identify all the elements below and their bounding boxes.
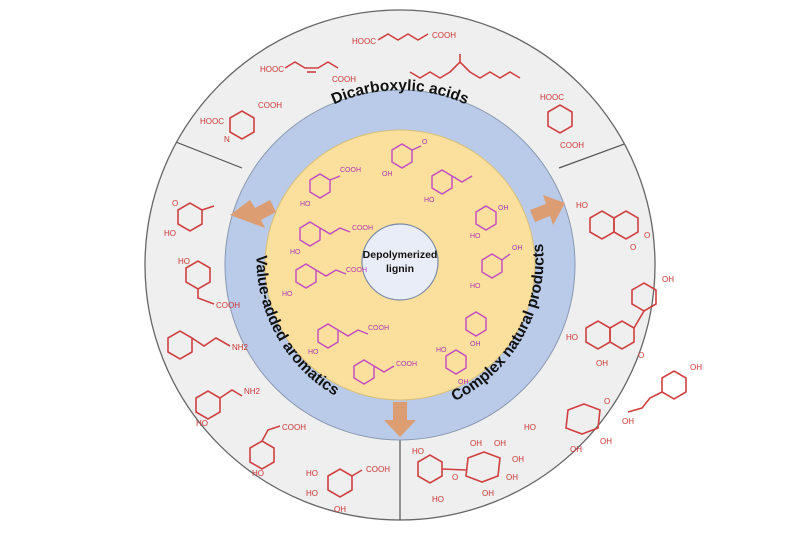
top-structure-labels: HOOC COOH HOOC COOH HOOC COOH HOOC COOH … — [200, 31, 584, 150]
label-inner-11: HO — [470, 233, 481, 240]
label-inner-4: HO — [424, 197, 435, 204]
label-inner-1: OH — [382, 171, 393, 178]
label-left-2: HO — [178, 257, 190, 266]
label-inner-10: HO — [470, 283, 481, 290]
label-right-15: HO — [432, 495, 444, 504]
label-right-2: O — [644, 231, 650, 240]
label-right-7: OH — [690, 363, 702, 372]
label-left-4: NH2 — [232, 343, 249, 352]
label-left-11: HO — [306, 489, 318, 498]
label-inner-9: OH — [512, 245, 523, 252]
label-left-8: COOH — [282, 423, 306, 432]
label-left-5: HO — [196, 419, 208, 428]
label-right-6: OH — [596, 359, 608, 368]
label-right-5: O — [638, 351, 644, 360]
label-right-10: OH — [622, 417, 634, 426]
label-inner-6: HO — [290, 249, 301, 256]
label-inner-17: OH — [458, 379, 469, 386]
label-left-3: COOH — [216, 301, 240, 310]
right-structures — [417, 210, 687, 484]
label-right-14: OH — [470, 439, 482, 448]
inner-structure-labels: O OH HO COOH HO COOH HO COOH HO OH HO HO… — [282, 139, 523, 386]
label-right-11: OH — [600, 437, 612, 446]
label-inner-16: HO — [436, 347, 447, 354]
label-right-20: OH — [506, 473, 518, 482]
label-right-9: O — [604, 397, 610, 406]
label-left-7: HO — [252, 469, 264, 478]
label-right-12: OH — [570, 445, 582, 454]
right-structure-labels: HO O O OH HO O OH OH HO O OH OH OH HO OH… — [412, 201, 702, 504]
label-top-7: COOH — [560, 141, 584, 150]
label-right-0: HO — [576, 201, 588, 210]
top-structures — [229, 33, 573, 140]
arrow-right — [530, 195, 565, 225]
label-inner-5: COOH — [352, 225, 373, 232]
label-left-9: COOH — [366, 465, 390, 474]
label-right-19: OH — [482, 489, 494, 498]
label-right-3: OH — [662, 275, 674, 284]
label-right-8: HO — [524, 423, 536, 432]
label-inner-18: COOH — [396, 361, 417, 368]
label-left-0: O — [172, 199, 178, 208]
label-top-5: COOH — [258, 101, 282, 110]
label-right-17: OH — [494, 439, 506, 448]
arrow-left — [230, 200, 276, 228]
center-disk — [361, 223, 439, 301]
arrow-down — [384, 402, 416, 437]
label-right-4: HO — [566, 333, 578, 342]
label-top-1: COOH — [432, 31, 456, 40]
label-left-12: OH — [334, 505, 346, 514]
inner-structures — [295, 143, 511, 385]
label-top-8: N — [224, 135, 230, 144]
label-left-10: HO — [306, 469, 318, 478]
label-right-13: HO — [412, 447, 424, 456]
left-structure-labels: O HO HO COOH NH2 HO NH2 HO COOH COOH HO … — [164, 199, 390, 514]
label-top-0: HOOC — [352, 37, 376, 46]
label-left-1: HO — [164, 229, 176, 238]
label-inner-7: COOH — [346, 267, 367, 274]
label-inner-13: COOH — [368, 325, 389, 332]
label-right-18: OH — [512, 455, 524, 464]
label-inner-2: HO — [300, 201, 311, 208]
label-inner-15: OH — [470, 341, 481, 348]
left-structures — [167, 202, 363, 498]
label-inner-12: OH — [498, 205, 509, 212]
label-top-4: HOOC — [200, 117, 224, 126]
label-inner-14: HO — [308, 349, 319, 356]
label-left-6: NH2 — [244, 387, 261, 396]
label-right-1: O — [630, 243, 636, 252]
label-inner-0: O — [422, 139, 428, 146]
center-label-line1: Depolymerized — [363, 249, 438, 261]
center-label-line2: lignin — [386, 263, 414, 275]
label-top-3: COOH — [332, 75, 356, 84]
label-inner-8: HO — [282, 291, 293, 298]
label-top-2: HOOC — [260, 65, 284, 74]
label-right-16: O — [452, 473, 458, 482]
label-top-6: HOOC — [540, 93, 564, 102]
label-inner-3: COOH — [340, 167, 361, 174]
